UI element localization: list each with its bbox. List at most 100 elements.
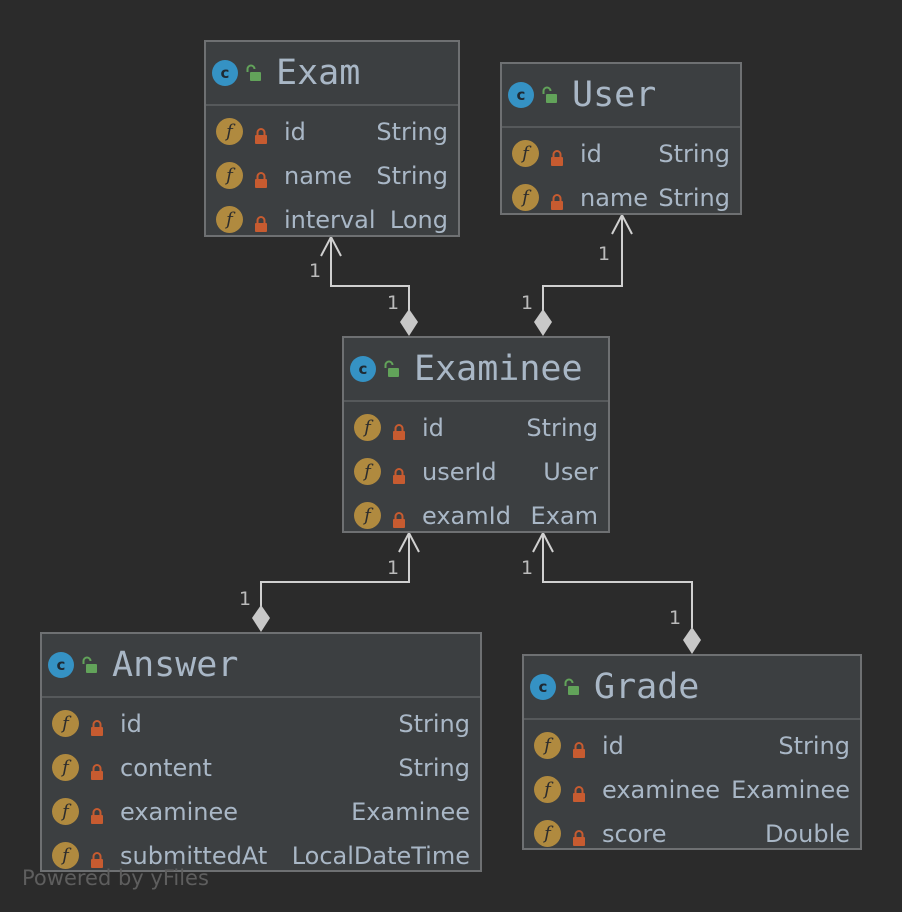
connector-line	[330, 237, 410, 312]
private-lock-icon	[392, 507, 406, 528]
composition-diamond-icon	[400, 309, 418, 336]
class-header: c Examinee	[344, 338, 608, 402]
class-header: c Answer	[42, 634, 480, 698]
class-c-icon: c	[350, 356, 376, 382]
watermark-text: Powered by yFiles	[22, 866, 209, 890]
field-row[interactable]: f name String	[502, 176, 740, 220]
class-header: c User	[502, 64, 740, 128]
field-f-icon: f	[216, 118, 243, 145]
field-type: Long	[389, 206, 448, 234]
field-f-icon: f	[534, 776, 561, 803]
field-f-icon: f	[512, 184, 539, 211]
public-unlock-icon	[540, 85, 560, 105]
field-f-icon: f	[354, 502, 381, 529]
private-lock-icon	[572, 781, 586, 802]
private-lock-icon	[550, 145, 564, 166]
field-f-icon: f	[512, 140, 539, 167]
private-lock-icon	[572, 737, 586, 758]
field-name: name	[284, 162, 353, 190]
private-lock-icon	[392, 463, 406, 484]
private-lock-icon	[90, 847, 104, 868]
class-name: Examinee	[414, 349, 583, 389]
multiplicity-label: 1	[387, 557, 399, 579]
field-row[interactable]: f userId User	[344, 450, 608, 494]
field-name: examId	[422, 502, 511, 530]
connector-line	[542, 533, 693, 628]
field-name: content	[120, 754, 212, 782]
private-lock-icon	[550, 189, 564, 210]
class-name: Grade	[594, 667, 700, 707]
field-type: String	[658, 140, 730, 168]
field-f-icon: f	[52, 754, 79, 781]
field-name: id	[602, 732, 624, 760]
field-type: User	[543, 458, 598, 486]
field-name: name	[580, 184, 649, 212]
private-lock-icon	[90, 759, 104, 780]
multiplicity-label: 1	[387, 292, 399, 314]
field-type: Exam	[530, 502, 598, 530]
field-name: userId	[422, 458, 497, 486]
field-f-icon: f	[534, 820, 561, 847]
class-c-icon: c	[48, 652, 74, 678]
field-type: String	[778, 732, 850, 760]
arrowhead-icon	[320, 234, 342, 257]
composition-diamond-icon	[252, 605, 270, 632]
private-lock-icon	[90, 715, 104, 736]
field-name: id	[284, 118, 306, 146]
field-f-icon: f	[354, 458, 381, 485]
field-type: LocalDateTime	[291, 842, 470, 870]
field-f-icon: f	[216, 162, 243, 189]
field-type: String	[658, 184, 730, 212]
field-name: id	[120, 710, 142, 738]
connector-line	[260, 533, 410, 607]
field-type: Examinee	[351, 798, 470, 826]
field-type: Double	[764, 820, 850, 848]
field-row[interactable]: f examId Exam	[344, 494, 608, 538]
class-name: Answer	[112, 645, 239, 685]
multiplicity-label: 1	[309, 260, 321, 282]
field-name: examinee	[120, 798, 239, 826]
arrowhead-icon	[611, 212, 633, 235]
public-unlock-icon	[244, 63, 264, 83]
field-row[interactable]: f interval Long	[206, 198, 458, 242]
arrowhead-icon	[532, 530, 554, 553]
private-lock-icon	[254, 211, 268, 232]
class-c-icon: c	[212, 60, 238, 86]
private-lock-icon	[392, 419, 406, 440]
public-unlock-icon	[80, 655, 100, 675]
arrowhead-icon	[398, 530, 420, 553]
field-name: interval	[284, 206, 376, 234]
class-header: c Exam	[206, 42, 458, 106]
relation-examinee-exam: 1 1	[309, 234, 418, 336]
field-f-icon: f	[52, 710, 79, 737]
public-unlock-icon	[562, 677, 582, 697]
composition-diamond-icon	[683, 627, 701, 654]
field-row[interactable]: f examinee Examinee	[42, 790, 480, 834]
field-f-icon: f	[52, 842, 79, 869]
field-f-icon: f	[52, 798, 79, 825]
multiplicity-label: 1	[521, 557, 533, 579]
field-f-icon: f	[216, 206, 243, 233]
public-unlock-icon	[382, 359, 402, 379]
connector-line	[542, 215, 623, 312]
class-c-icon: c	[508, 82, 534, 108]
